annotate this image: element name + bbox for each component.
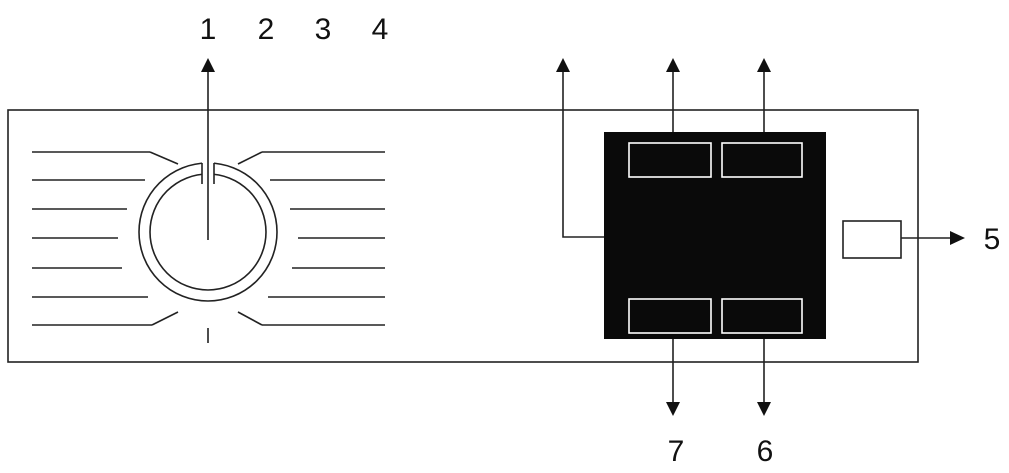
leader-line-6 (757, 339, 771, 416)
leader-line-4 (757, 58, 771, 132)
leader-line-3 (666, 58, 680, 132)
display-button-top-right (721, 142, 803, 178)
leader-line-7 (666, 339, 680, 416)
leader-line-1 (201, 58, 215, 240)
callout-7: 7 (668, 435, 685, 468)
leader-line-5 (901, 231, 965, 245)
callout-1: 1 (200, 13, 217, 46)
display-panel (604, 132, 826, 339)
callout-4: 4 (372, 13, 389, 46)
callout-2: 2 (258, 13, 275, 46)
display-buttons (628, 142, 803, 334)
leader-line-2 (556, 58, 604, 238)
callout-5: 5 (984, 223, 1001, 256)
start-pause-button (842, 220, 902, 259)
display-button-bottom-right (721, 298, 803, 334)
callout-6: 6 (757, 435, 774, 468)
callout-3: 3 (315, 13, 332, 46)
program-marker-lines (32, 151, 385, 343)
display-button-bottom-left (628, 298, 712, 334)
display-button-top-left (628, 142, 712, 178)
